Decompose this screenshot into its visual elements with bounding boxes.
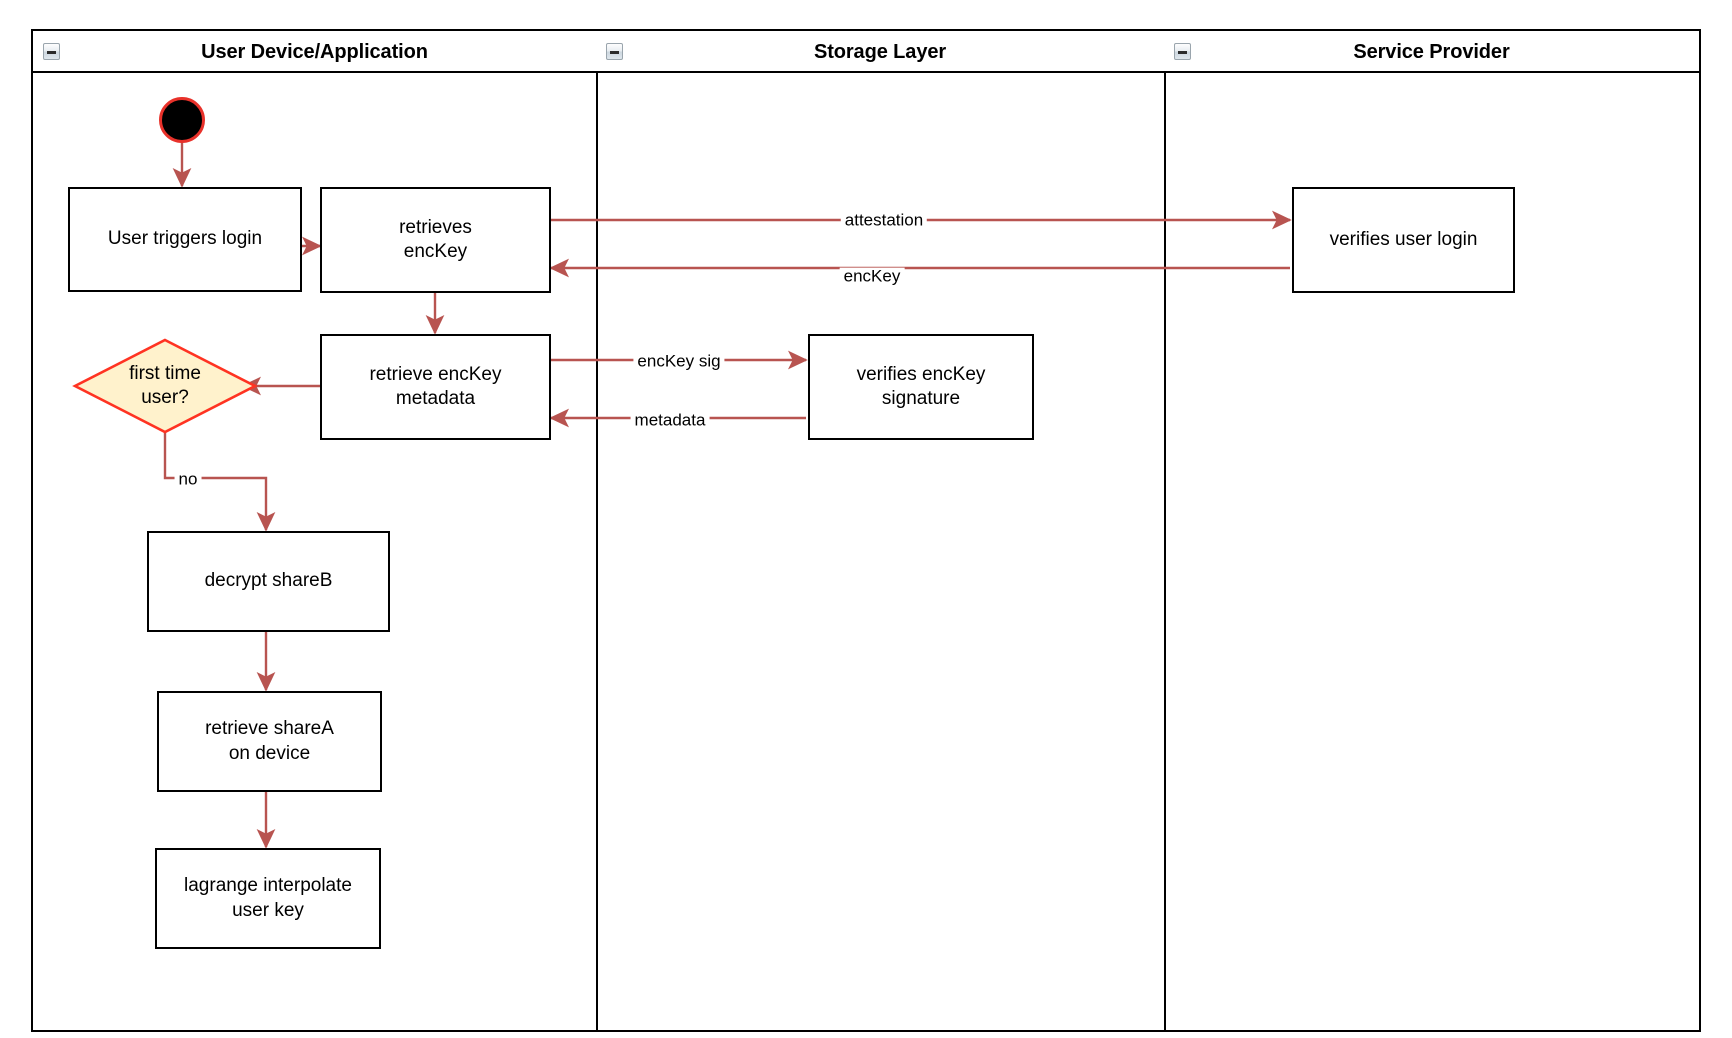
edge-label-metadata: metadata	[630, 411, 710, 431]
edge-label-attestation: attestation	[840, 211, 928, 231]
node-label: verifies encKey signature	[856, 363, 986, 409]
lane-header-storage-layer[interactable]: Storage Layer	[596, 31, 1164, 73]
node-verifies-enckey-signature[interactable]: verifies encKey signature	[808, 334, 1034, 440]
node-lagrange-interpolate-user-key[interactable]: lagrange interpolate user key	[155, 848, 381, 949]
lane-divider-1	[596, 31, 598, 1030]
lane-divider-2	[1164, 31, 1166, 1030]
node-retrieve-enckey-metadata[interactable]: retrieve encKey metadata	[320, 334, 551, 440]
node-decrypt-shareb[interactable]: decrypt shareB	[147, 531, 390, 632]
node-label: retrieve encKey metadata	[369, 363, 502, 409]
edge-label-enckey-sig: encKey sig	[633, 352, 725, 372]
lane-title-user-device: User Device/Application	[201, 41, 428, 63]
lane-title-service-provider: Service Provider	[1353, 41, 1510, 63]
node-label: retrieves encKey	[399, 216, 472, 262]
lane-header-user-device[interactable]: User Device/Application	[33, 31, 596, 73]
node-label: first time user?	[129, 362, 201, 408]
node-label: retrieve shareA on device	[205, 718, 334, 764]
edge-label-enckey: encKey	[839, 267, 905, 287]
node-retrieve-sharea-on-device[interactable]: retrieve shareA on device	[157, 691, 382, 792]
minus-icon[interactable]	[43, 43, 60, 60]
lane-title-storage-layer: Storage Layer	[813, 41, 947, 63]
start-node[interactable]	[159, 97, 205, 143]
node-label: lagrange interpolate user key	[184, 875, 352, 921]
node-user-triggers-login[interactable]: User triggers login	[68, 187, 302, 292]
lane-header-service-provider[interactable]: Service Provider	[1164, 31, 1699, 73]
node-verifies-user-login[interactable]: verifies user login	[1292, 187, 1515, 293]
edge-label-no: no	[174, 470, 202, 490]
diamond-shape	[72, 338, 258, 434]
node-label: decrypt shareB	[204, 570, 333, 592]
node-label: User triggers login	[107, 228, 263, 250]
node-first-time-user[interactable]: first time user?	[72, 338, 258, 434]
node-label: verifies user login	[1329, 228, 1478, 250]
minus-icon[interactable]	[1174, 43, 1191, 60]
node-retrieves-enckey[interactable]: retrieves encKey	[320, 187, 551, 293]
minus-icon[interactable]	[606, 43, 623, 60]
